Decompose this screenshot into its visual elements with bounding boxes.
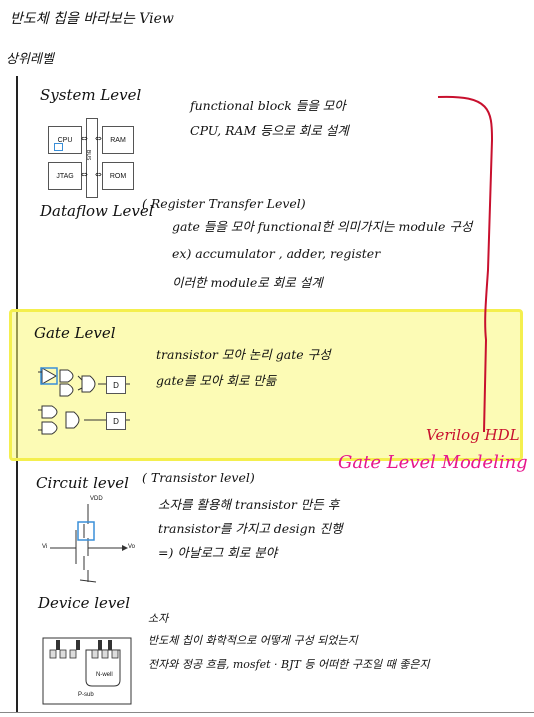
gate-diagram: D D	[38, 364, 130, 452]
dataflow-note-2: ex) accumulator , adder, register	[172, 246, 381, 261]
vdd-label: VDD	[90, 496, 103, 502]
nwell-label: N-well	[96, 672, 113, 678]
system-note-2: CPU, RAM 등으로 회로 설계	[190, 123, 349, 138]
dataflow-level-paren: ( Register Transfer Level)	[142, 196, 306, 211]
verilog-annotation: Verilog HDL	[426, 426, 520, 444]
psub-label: P-sub	[78, 692, 94, 698]
page-bottom-divider	[0, 712, 534, 713]
device-note-1: 소자	[148, 612, 169, 625]
dataflow-note-3: 이러한 module로 회로 설계	[172, 275, 323, 290]
arrow-bus-ram-icon: ⇔	[95, 134, 102, 143]
bus-label: BUS	[85, 150, 91, 161]
flipflop-1: D	[106, 376, 126, 394]
gate-note-1: transistor 모아 논리 gate 구성	[156, 347, 331, 362]
circuit-level-heading: Circuit level	[36, 474, 129, 492]
modeling-annotation: Gate Level Modeling	[338, 452, 528, 473]
system-level-heading: System Level	[40, 86, 142, 104]
jtag-box: JTAG	[48, 162, 82, 190]
cpu-core-icon	[54, 143, 63, 151]
bus-bar	[86, 118, 98, 198]
flipflop-2: D	[106, 412, 126, 430]
arrow-jtag-bus-icon: ⇔	[81, 170, 88, 179]
device-diagram: N-well P-sub	[42, 628, 132, 706]
circuit-level-paren: ( Transistor level)	[142, 470, 255, 485]
arrow-cpu-bus-icon: ⇔	[81, 134, 88, 143]
page-subtitle: 상위레벨	[6, 52, 54, 67]
vi-label: Vi	[42, 544, 48, 550]
page-title: 반도체 칩을 바라보는 View	[10, 11, 174, 27]
circuit-note-1: 소자를 활용해 transistor 만든 후	[158, 497, 340, 512]
circuit-note-2: transistor를 가지고 design 진행	[158, 521, 343, 536]
device-note-2: 반도체 칩이 화학적으로 어떻게 구성 되었는지	[148, 634, 358, 647]
logic-gates-icon	[38, 367, 130, 435]
cpu-box: CPU	[48, 126, 82, 154]
device-note-3: 전자와 정공 흐름, mosfet · BJT 등 어떠한 구조일 때 좋은지	[148, 658, 430, 671]
circuit-diagram: VDD Vi Vo	[40, 494, 136, 590]
system-diagram: CPU RAM JTAG ROM BUS ⇔ ⇔ ⇔ ⇔	[46, 116, 136, 198]
rom-box: ROM	[102, 162, 134, 190]
gate-note-2: gate를 모아 회로 만듦	[156, 373, 277, 388]
vo-label: Vo	[128, 544, 136, 550]
device-level-heading: Device level	[38, 594, 131, 612]
arrow-bus-rom-icon: ⇔	[95, 170, 102, 179]
gate-level-heading: Gate Level	[34, 324, 116, 342]
system-note-1: functional block 들을 모아	[190, 98, 346, 113]
wafer-crosssection-icon	[42, 637, 132, 705]
dataflow-level-heading: Dataflow Level	[40, 202, 154, 220]
cmos-inverter-icon	[50, 504, 128, 583]
dataflow-note-1: gate 들을 모아 functional한 의미가지는 module 구성	[172, 219, 473, 234]
circuit-note-3: =) 아날로그 회로 분야	[158, 545, 278, 560]
ram-box: RAM	[102, 126, 134, 154]
